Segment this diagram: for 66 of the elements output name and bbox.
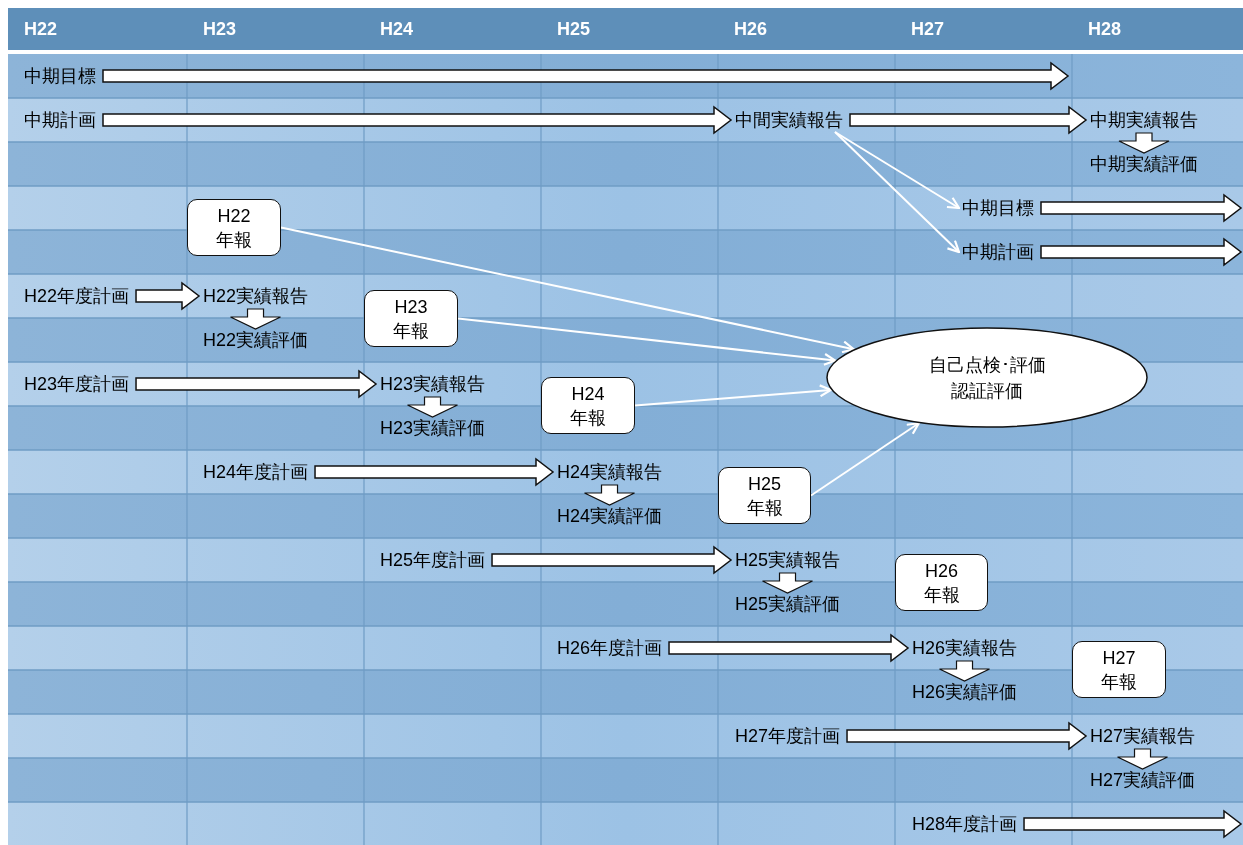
block-arrow — [135, 281, 201, 311]
report-box: H26 年報 — [895, 554, 988, 611]
step-label: 中期実績評価 — [1090, 152, 1198, 176]
year-header: H25 — [557, 18, 591, 40]
arrow — [280, 226, 855, 354]
step-label: 中間実績報告 — [735, 108, 843, 132]
node-text: 自己点検･評価 — [927, 353, 1047, 377]
arrow — [634, 384, 832, 407]
block-arrow — [135, 369, 378, 399]
step-label: H26実績評価 — [912, 680, 1018, 704]
report-box: H24 年報 — [541, 377, 635, 434]
year-header: H28 — [1088, 18, 1122, 40]
step-label: H22年度計画 — [24, 284, 130, 308]
step-label: H22実績評価 — [203, 328, 309, 352]
step-label: H25年度計画 — [380, 548, 486, 572]
block-arrow — [1023, 809, 1243, 839]
block-arrow — [491, 545, 733, 575]
block-arrow — [406, 396, 459, 418]
block-arrow — [1040, 193, 1243, 223]
block-arrow — [846, 721, 1088, 751]
step-label: H27年度計画 — [735, 724, 841, 748]
year-header: H27 — [911, 18, 945, 40]
step-label: H27実績評価 — [1090, 768, 1196, 792]
step-label: H23実績報告 — [380, 372, 486, 396]
arrow — [834, 131, 961, 254]
step-label: H22実績報告 — [203, 284, 309, 308]
block-arrow — [1040, 237, 1243, 267]
block-arrow — [849, 105, 1088, 135]
step-label: H25実績報告 — [735, 548, 841, 572]
block-arrow — [1116, 748, 1169, 770]
step-label: 中期計画 — [962, 240, 1034, 264]
step-label: H25実績評価 — [735, 592, 841, 616]
step-label: H24実績報告 — [557, 460, 663, 484]
block-arrow — [102, 61, 1070, 91]
block-arrow — [761, 572, 814, 594]
step-label: H27実績報告 — [1090, 724, 1196, 748]
report-box: H23 年報 — [364, 290, 458, 347]
arrow — [834, 131, 961, 210]
block-arrow — [1118, 132, 1170, 154]
block-arrow — [314, 457, 555, 487]
year-header: H26 — [734, 18, 768, 40]
step-label: H28年度計画 — [912, 812, 1018, 836]
year-header: H24 — [380, 18, 414, 40]
step-label: H23年度計画 — [24, 372, 130, 396]
step-label: H26年度計画 — [557, 636, 663, 660]
block-arrow — [938, 660, 991, 682]
step-label: H24実績評価 — [557, 504, 663, 528]
year-header: H22 — [24, 18, 58, 40]
step-label: H23実績評価 — [380, 416, 486, 440]
arrow — [810, 422, 920, 497]
step-label: 中期目標 — [962, 196, 1034, 220]
step-label: H24年度計画 — [203, 460, 309, 484]
step-label: 中期実績報告 — [1090, 108, 1198, 132]
block-arrow — [583, 484, 636, 506]
node-text: 認証評価 — [950, 379, 1024, 403]
step-label: 中期目標 — [24, 64, 96, 88]
report-box: H27 年報 — [1072, 641, 1166, 698]
block-arrow — [229, 308, 282, 330]
block-arrow — [668, 633, 910, 663]
year-header: H23 — [203, 18, 237, 40]
step-label: H26実績報告 — [912, 636, 1018, 660]
block-arrow — [102, 105, 733, 135]
report-box: H22 年報 — [187, 199, 281, 256]
arrow — [457, 317, 837, 366]
report-box: H25 年報 — [718, 467, 811, 524]
step-label: 中期計画 — [24, 108, 96, 132]
